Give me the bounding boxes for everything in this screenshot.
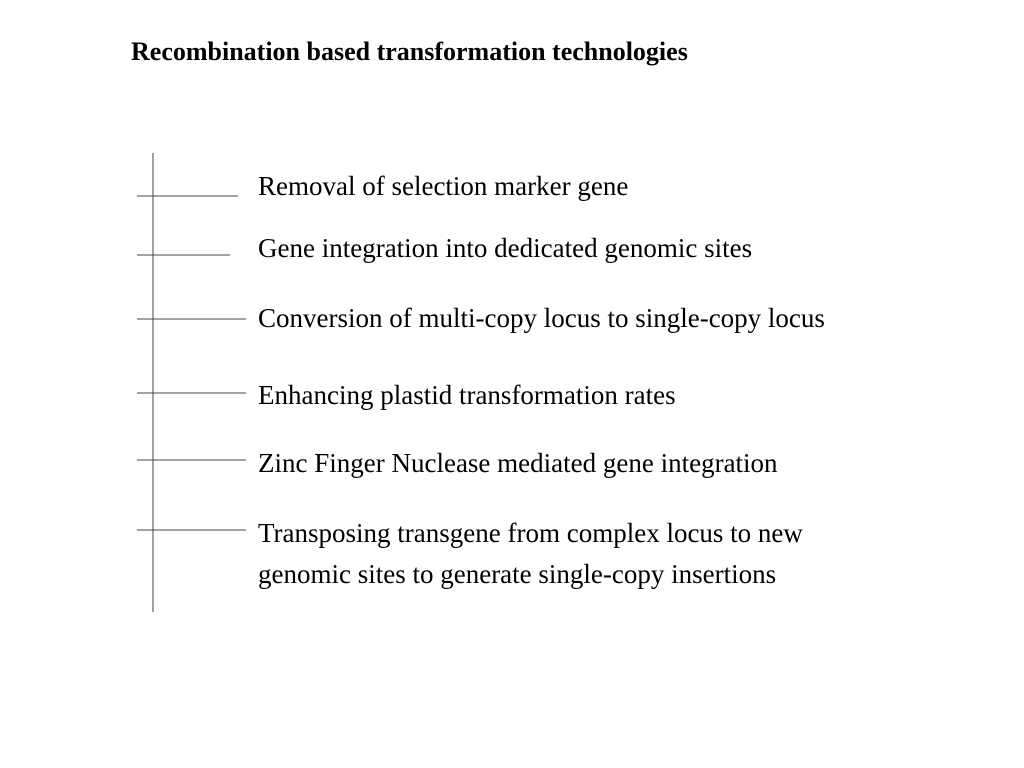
item-label: Gene integration into dedicated genomic … xyxy=(258,233,753,263)
item-label: Enhancing plastid transformation rates xyxy=(258,380,676,410)
item-label: Removal of selection marker gene xyxy=(258,171,629,201)
item-label: Conversion of multi-copy locus to single… xyxy=(258,303,825,333)
item-label: Transposing transgene from complex locus… xyxy=(258,518,803,589)
item-label: Zinc Finger Nuclease mediated gene integ… xyxy=(258,448,778,478)
slide-title: Recombination based transformation techn… xyxy=(131,37,688,66)
